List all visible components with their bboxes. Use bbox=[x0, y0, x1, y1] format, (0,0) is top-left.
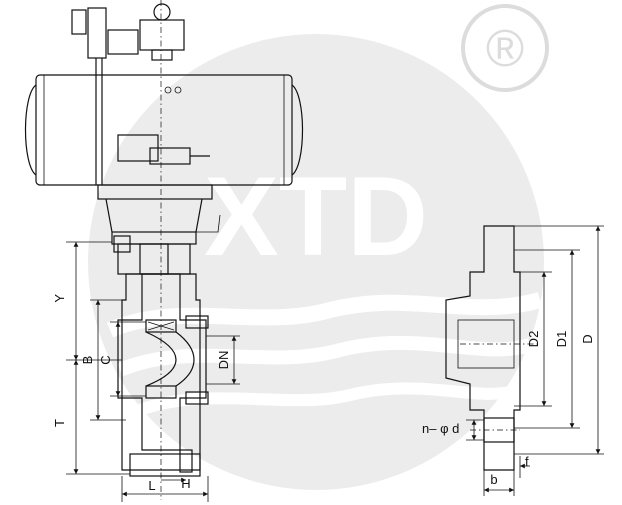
dim-b-flange: b bbox=[490, 472, 497, 487]
dim-dn: DN bbox=[216, 351, 231, 370]
solenoid-valve bbox=[87, 7, 107, 59]
dim-f: f bbox=[525, 454, 529, 469]
limit-switch-box bbox=[139, 19, 185, 51]
dim-h: H bbox=[181, 476, 190, 491]
flange-section: D2 D1 D n– φ d b f bbox=[422, 225, 604, 496]
registered-trademark-icon: ® bbox=[461, 4, 549, 92]
dim-d1: D1 bbox=[554, 331, 569, 348]
dim-c: C bbox=[98, 355, 113, 364]
valve-dimensions: Y T B C DN L H bbox=[52, 241, 240, 502]
svg-text:®: ® bbox=[486, 20, 524, 78]
watermark-disc bbox=[88, 34, 544, 490]
valve-body bbox=[111, 231, 209, 477]
watermark: XTD ® bbox=[88, 4, 549, 490]
dim-b: B bbox=[80, 356, 95, 365]
actuator bbox=[24, 3, 304, 233]
watermark-text: XTD bbox=[204, 154, 428, 279]
dim-t: T bbox=[52, 419, 67, 427]
dim-y: Y bbox=[52, 294, 67, 303]
dim-d2: D2 bbox=[526, 331, 541, 348]
dim-n-phi-d: n– φ d bbox=[422, 421, 459, 436]
dim-l: L bbox=[148, 478, 155, 493]
dim-d: D bbox=[580, 334, 595, 343]
